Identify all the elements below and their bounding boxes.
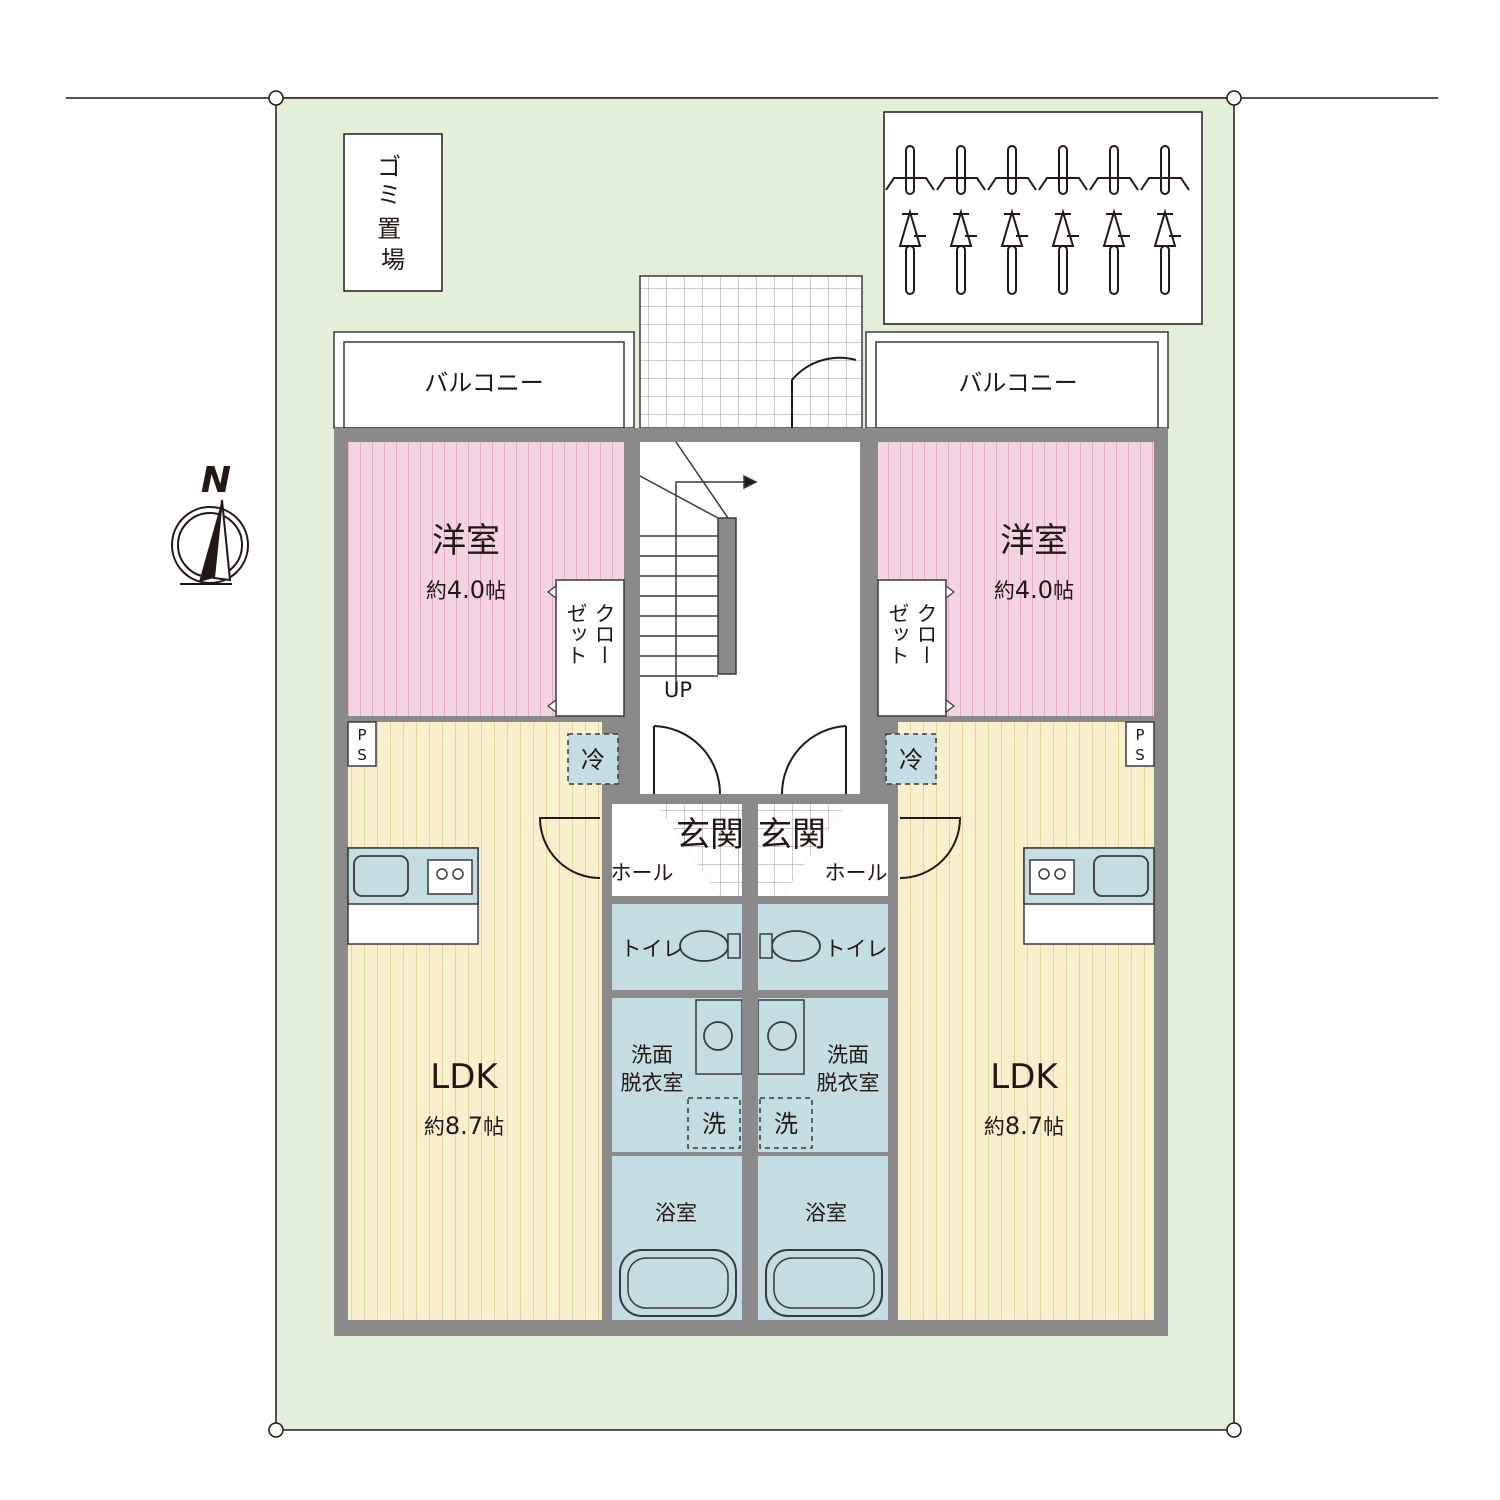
ps-right [1125,721,1155,767]
toilet-label: トイレ [825,937,888,961]
bicycle-parking [883,111,1203,325]
balcony-left [333,331,635,429]
fridge-space-left [567,733,619,785]
closet-right [877,579,947,717]
washroom-label: 洗面 [631,1043,673,1067]
closet-label: ゼット [564,603,588,666]
balcony-right [865,331,1169,429]
balcony-label: バルコニー [424,369,544,397]
washer-space-left [687,1097,741,1149]
basin-icon [703,1021,733,1051]
hall-right [782,804,888,896]
fridge-label: 冷 [899,746,923,774]
stair-landing [639,275,863,429]
stove-icon [427,859,473,895]
garbage-label: ゴ ミ 置 場 [377,153,409,274]
boundary-marker [1226,90,1242,106]
ldk-name: LDK [430,1057,499,1097]
bicycle-icon [1038,145,1088,295]
room-labels: 洋室 約4.0帖 ゼット クロー P S 冷 LDK 約8.7帖 玄関 ホール … [357,521,1145,1225]
washer-label: 洗 [702,1110,726,1138]
bicycle-icon [1089,145,1139,295]
garbage-area: ゴ ミ 置 場 [343,133,443,292]
washer-label: 洗 [774,1110,798,1138]
sink-icon [353,855,409,897]
western-room-area: 約4.0帖 [426,576,506,604]
bathtub-icon [765,1249,883,1317]
bath-label: 浴室 [805,1201,847,1225]
bicycle-icon [885,145,935,295]
hall-label: ホール [825,861,888,885]
closet-label: クロー [592,603,616,666]
washer-space-right [759,1097,813,1149]
closet-left [555,579,625,717]
ldk-right [898,722,1154,1320]
toilet-label: トイレ [621,937,684,961]
bathtub-icon [619,1249,737,1317]
ps-left [347,721,377,767]
closet-label: クロー [914,603,938,666]
boundary-marker [268,90,284,106]
compass-north-label: N [201,460,231,501]
balcony-label: バルコニー [958,369,1078,397]
basin-icon [767,1021,797,1051]
boundary-marker [1226,1422,1242,1438]
bicycle-icon [936,145,986,295]
ldk-name: LDK [990,1057,1059,1097]
entrance-right [758,804,846,896]
bath-label: 浴室 [655,1201,697,1225]
building: バルコニー バルコニー [333,275,1169,1336]
ps-label: P [1135,726,1144,744]
ps-label: S [357,746,367,764]
boundary-marker [268,1422,284,1438]
western-room-name: 洋室 [1000,521,1068,561]
western-room-name: 洋室 [432,521,500,561]
entrance-label: 玄関 [676,815,744,855]
hall-left [612,804,720,896]
wash-basin-right [757,999,805,1075]
entrance-label: 玄関 [758,815,826,855]
stove-icon [1029,859,1075,895]
ldk-area: 約8.7帖 [984,1112,1064,1140]
toilet-bowl-icon [679,930,729,962]
ps-label: P [357,726,366,744]
stairs-up-label: UP [664,678,692,702]
washroom-label: 洗面 [827,1043,869,1067]
wash-basin-left [695,999,743,1075]
hall-label: ホール [611,861,674,885]
closet-label: ゼット [886,603,910,666]
stair-hall [640,442,860,794]
fridge-label: 冷 [581,746,605,774]
western-room-area: 約4.0帖 [994,576,1074,604]
compass: N [171,460,249,585]
washroom-label: 脱衣室 [621,1071,684,1095]
doors [538,356,962,879]
entrance-left [656,804,742,896]
fridge-space-right [885,733,937,785]
ldk-left [348,722,602,1320]
north-arrow-icon [199,500,222,582]
ps-label: S [1135,746,1145,764]
sink-icon [1093,855,1149,897]
toilet-bowl-icon [771,930,821,962]
bicycle-icon [1140,145,1190,295]
staircase [639,441,758,696]
ldk-area: 約8.7帖 [424,1112,504,1140]
washroom-label: 脱衣室 [817,1071,880,1095]
bicycle-icon [987,145,1037,295]
